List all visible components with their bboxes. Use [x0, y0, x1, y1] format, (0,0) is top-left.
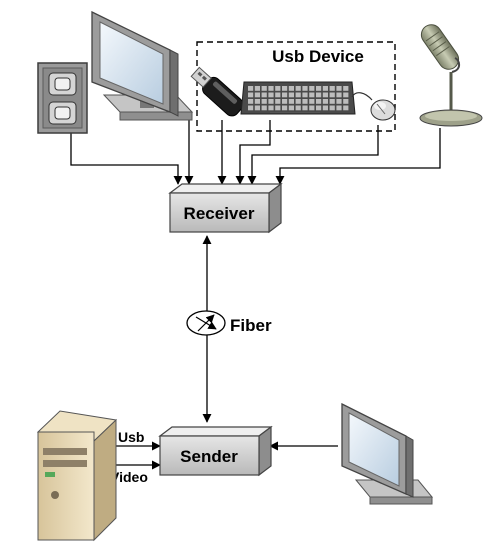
video-input-label: Video [110, 469, 148, 485]
usb-device-group-label: Usb Device [272, 47, 364, 66]
outlet-to-receiver-line [70, 133, 183, 185]
monitor-icon [341, 402, 434, 505]
keyboard-icon [240, 81, 356, 115]
receiver-box: Receiver [168, 182, 283, 234]
usb-input-label: Usb [118, 429, 144, 445]
sender-label: Sender [180, 447, 238, 466]
receiver-label: Receiver [184, 204, 255, 223]
server-tower-icon [36, 410, 118, 542]
monitor-icon [91, 10, 194, 121]
power-outlet-icon [37, 62, 88, 134]
microphone-icon [419, 24, 483, 127]
fiber-label: Fiber [230, 316, 272, 335]
keyboard-to-receiver-line [235, 120, 271, 185]
mouse-to-receiver-line [247, 125, 379, 185]
microphone-to-receiver-line [275, 128, 441, 185]
connection-lines [70, 120, 441, 470]
sender-box: Sender [158, 425, 273, 477]
usb-device-group-frame [196, 41, 396, 132]
keyboard-keys [248, 86, 349, 113]
fiber-icon [186, 310, 226, 336]
mouse-icon [351, 92, 396, 121]
usb-flash-drive-icon [190, 66, 244, 117]
